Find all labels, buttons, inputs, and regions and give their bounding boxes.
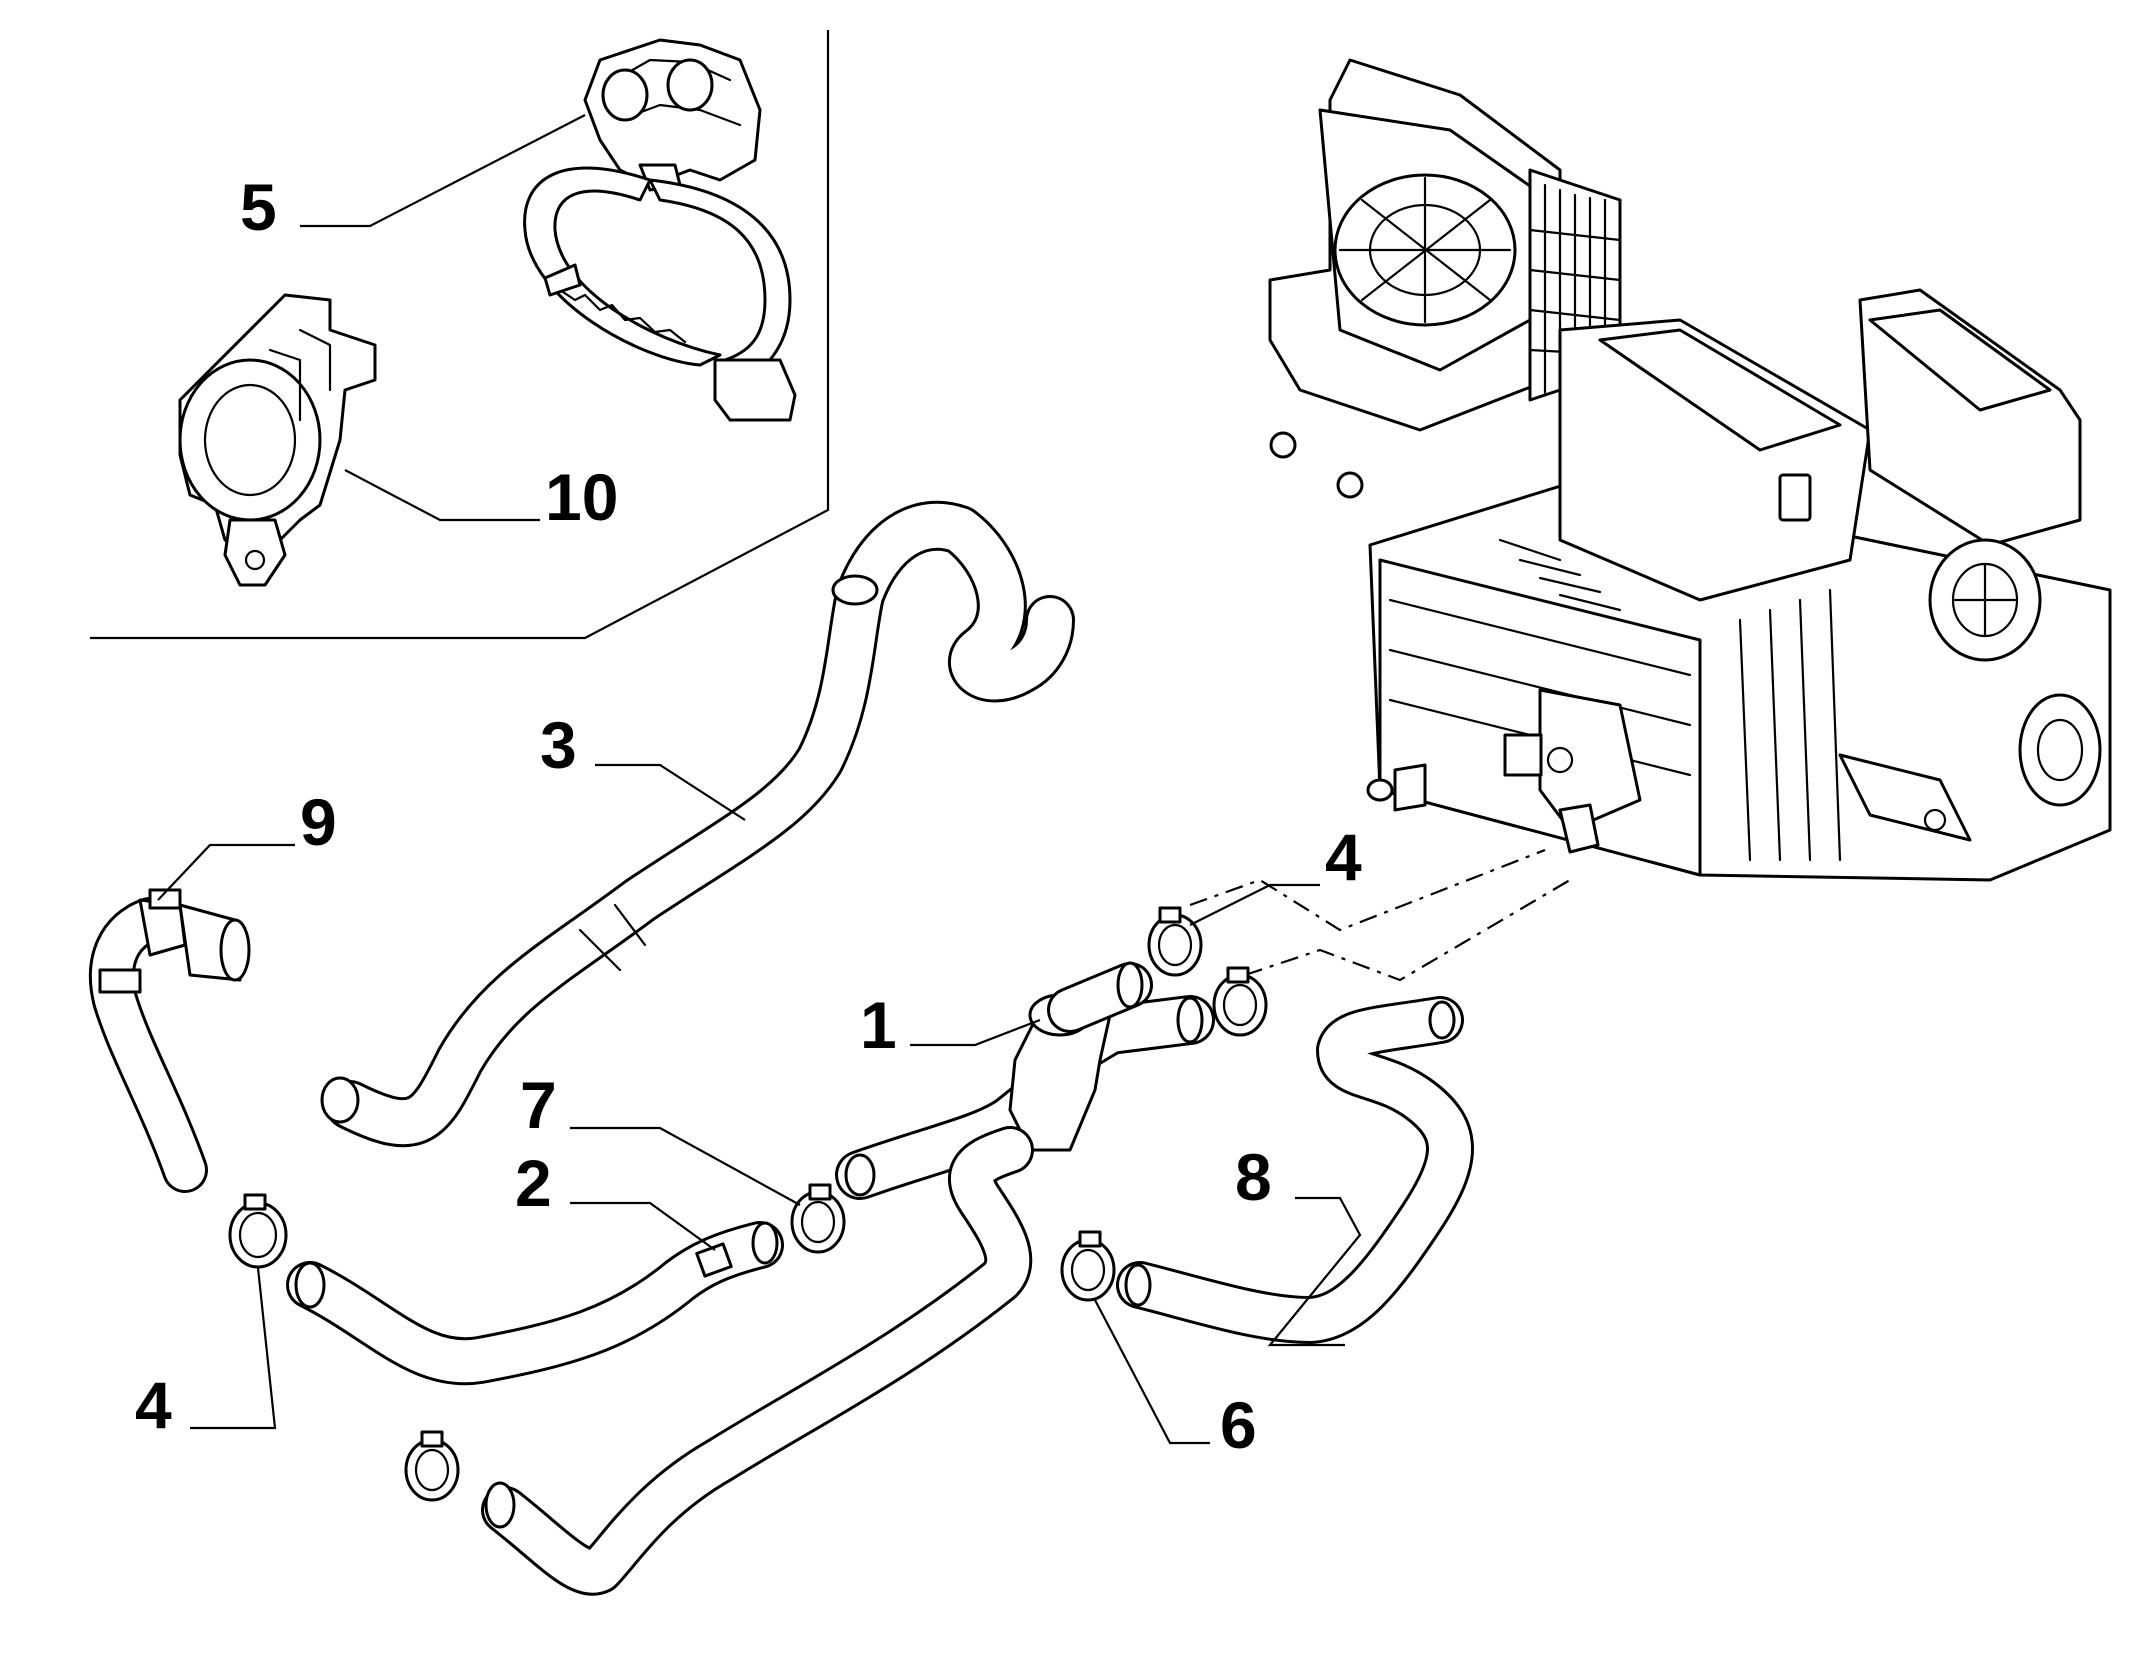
clip-part-10 xyxy=(178,293,377,587)
callout-4-top: 4 xyxy=(1325,820,1362,894)
hvac-heater-unit xyxy=(1268,58,2112,882)
hose-part-2 xyxy=(286,1221,784,1386)
leader-8 xyxy=(1267,1196,1362,1347)
leader-9 xyxy=(157,843,295,901)
hose-clamp-part-6 xyxy=(1060,1230,1116,1302)
callout-5: 5 xyxy=(240,170,277,244)
hose-part-8 xyxy=(1116,996,1474,1344)
leader-10 xyxy=(344,469,540,522)
callout-4-left: 4 xyxy=(135,1368,172,1442)
hose-part-3 xyxy=(320,500,1075,1148)
callout-1: 1 xyxy=(860,988,897,1062)
leader-1 xyxy=(910,1018,1041,1047)
hose-clamp-part-4-left-b xyxy=(404,1430,460,1502)
connection-line-2 xyxy=(1244,879,1571,982)
leader-3 xyxy=(595,763,746,821)
hose-clamp-part-4-top-a xyxy=(1147,906,1203,977)
callout-6: 6 xyxy=(1220,1388,1257,1462)
leader-2 xyxy=(570,1201,716,1251)
leader-5 xyxy=(300,114,586,228)
hose-part-9 xyxy=(88,888,251,1193)
leader-7 xyxy=(570,1126,801,1206)
callout-8: 8 xyxy=(1235,1140,1272,1214)
leader-4-top xyxy=(1189,883,1320,926)
hose-clamp-part-4-left-a xyxy=(228,1193,288,1269)
connection-line-1 xyxy=(1189,848,1546,932)
hose-clamp-part-7 xyxy=(790,1183,846,1254)
clamp-bracket-part-5 xyxy=(523,38,797,422)
leader-6 xyxy=(1094,1299,1210,1445)
callout-7: 7 xyxy=(520,1068,557,1142)
callout-9: 9 xyxy=(300,785,337,859)
valve-part-1 xyxy=(835,961,1215,1200)
hose-clamp-part-4-top-b xyxy=(1212,966,1268,1037)
inset-panel-border xyxy=(90,30,830,640)
leader-4-left xyxy=(190,1267,277,1430)
callout-10: 10 xyxy=(545,460,618,534)
callout-3: 3 xyxy=(540,708,577,782)
callout-2: 2 xyxy=(515,1146,552,1220)
hose-lower-return xyxy=(481,1126,1034,1596)
